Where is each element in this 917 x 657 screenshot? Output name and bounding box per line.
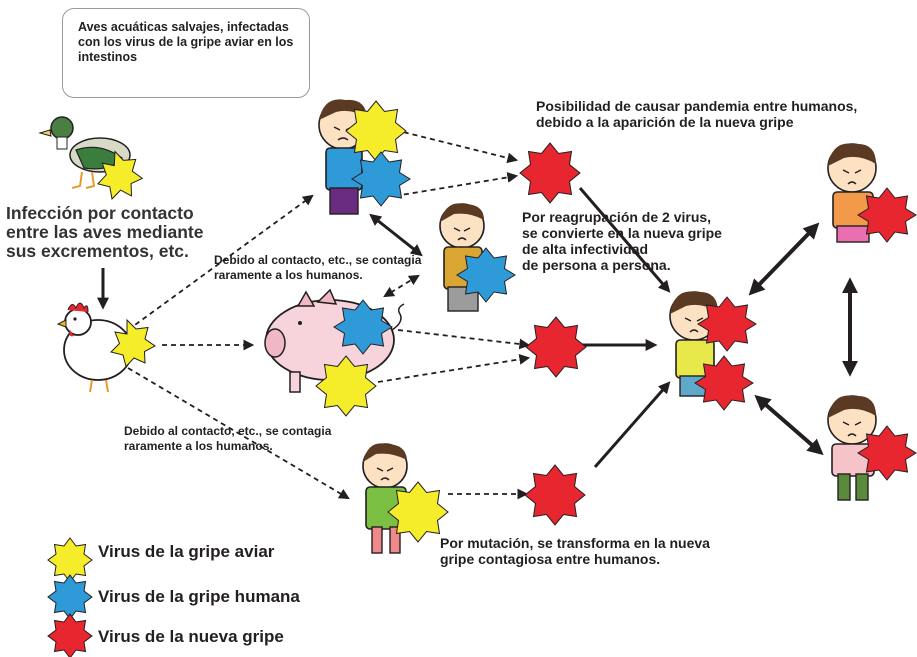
person-human-infected-icon (439, 203, 485, 312)
avian-virus-pig-icon (315, 355, 377, 417)
legend-avian-label: Virus de la gripe aviar (98, 542, 275, 561)
new-virus-bottom-right-icon (857, 425, 917, 481)
legend-human-label: Virus de la gripe humana (98, 587, 300, 606)
arrow-chicken-to-person3 (127, 367, 350, 500)
wild-birds-note: Aves acuáticas salvajes, infectadas con … (78, 20, 294, 64)
pig-transmission-label: Debido al contacto, etc., se contagia ra… (214, 253, 422, 282)
arrow-center-bottom-right (754, 394, 824, 456)
human-virus-pig-icon (333, 299, 393, 355)
legend-new-virus-icon (47, 613, 93, 657)
avian-virus-chicken-icon (110, 318, 156, 368)
avian-virus-person1-icon (345, 100, 407, 162)
human-virus-person2-icon (456, 247, 516, 303)
avian-virus-person3-icon (387, 481, 449, 543)
new-virus-center-bottom-icon (694, 355, 754, 411)
legend-human-virus-icon (47, 574, 93, 620)
arrow-chicken-to-person1 (127, 194, 314, 331)
chicken-icon (56, 302, 133, 393)
new-virus-reassortment-icon (519, 142, 581, 204)
arrows (97, 129, 858, 500)
reassortment-label: Por reagrupación de 2 virus, se conviert… (522, 209, 722, 273)
avian-virus-duck-icon (96, 150, 144, 200)
person-new-flu-bottom-right-icon (827, 395, 877, 501)
human-virus-person1-icon (351, 151, 411, 207)
arrow-person1-person2 (369, 213, 423, 257)
arrow-pigb-to-red2 (377, 354, 531, 383)
mutation-label: Por mutación, se transforma en la nueva … (440, 535, 710, 567)
arrow-red3-to-center (593, 381, 671, 468)
legend-new-label: Virus de la nueva gripe (98, 627, 284, 646)
bird-contact-infection-label: Infección por contacto entre las aves me… (6, 203, 204, 261)
wild-birds-note-box (62, 8, 310, 98)
new-virus-pig-icon (525, 316, 587, 378)
arrow-person1b-to-red1 (394, 172, 519, 197)
person-new-flu-top-right-icon (827, 143, 877, 243)
human-transmission-label: Debido al contacto, etc., se contagia ra… (124, 424, 332, 453)
arrow-red1-to-center (578, 187, 671, 293)
arrow-person2-pig (383, 274, 420, 298)
arrow-pig-to-red2 (397, 329, 531, 350)
arrow-center-top-right (748, 222, 820, 296)
new-virus-center-top-icon (697, 296, 757, 352)
new-virus-mutation-icon (524, 464, 586, 526)
arrow-person1-to-red1 (394, 129, 519, 164)
pandemic-possibility-label: Posibilidad de causar pandemia entre hum… (536, 98, 858, 130)
new-virus-top-right-icon (857, 187, 917, 243)
